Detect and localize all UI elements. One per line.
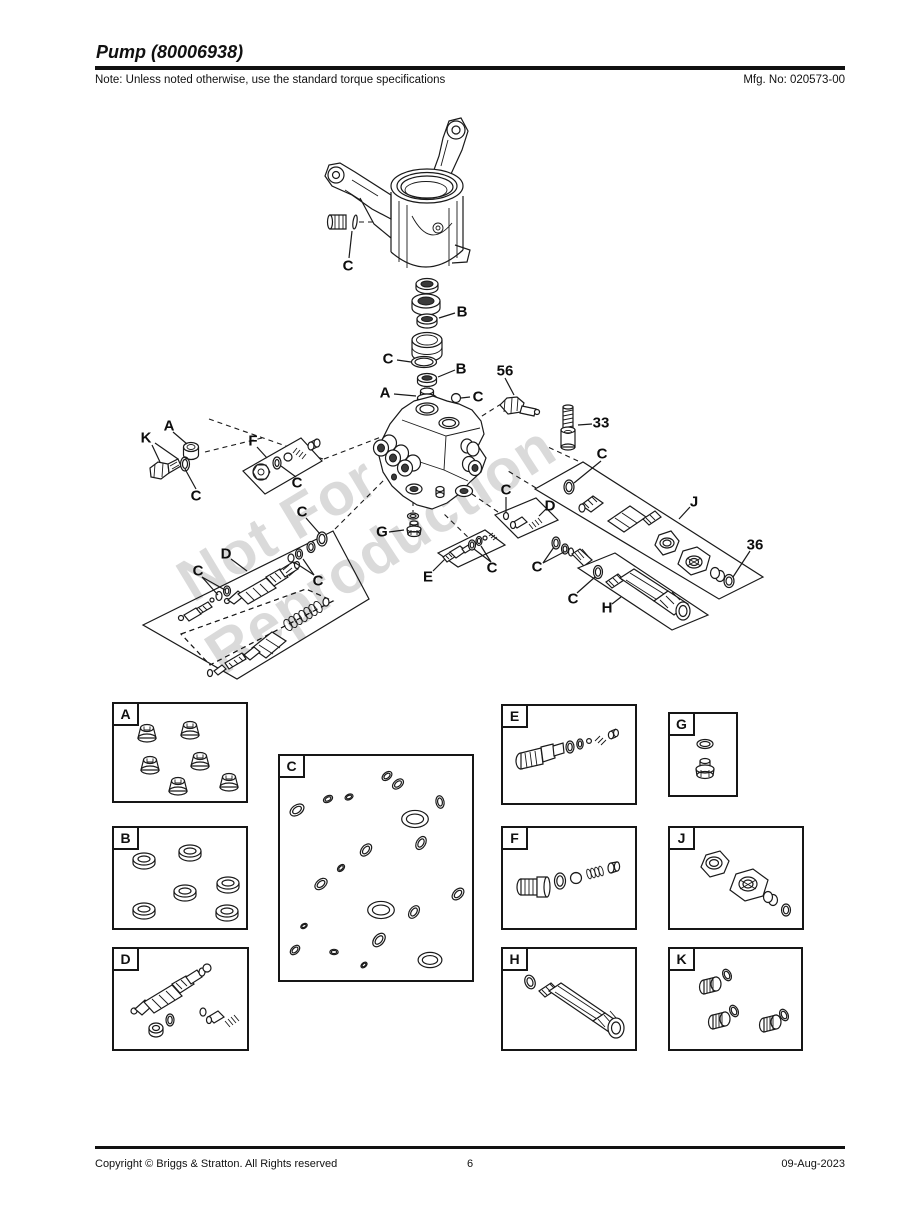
part-callout-56: 56	[496, 362, 514, 380]
footer-page-number: 6	[466, 1158, 474, 1170]
detail-box-a: A	[112, 702, 248, 803]
header-note-row: Note: Unless noted otherwise, use the st…	[95, 74, 845, 86]
detail-box-k: K	[668, 947, 803, 1051]
detail-box-f: F	[501, 826, 637, 930]
detail-box-j-label: J	[670, 828, 695, 850]
detail-box-b-label: B	[114, 828, 139, 850]
part-callout-C: C	[486, 559, 498, 577]
part-callout-C: C	[531, 558, 543, 576]
detail-box-c: C	[278, 754, 474, 982]
part-callout-J: J	[689, 493, 699, 511]
detail-box-h-drawing	[524, 974, 625, 1039]
part-callout-F: F	[248, 432, 258, 450]
part-callout-E: E	[422, 568, 434, 586]
footer-copyright: Copyright © Briggs & Stratton. All Right…	[95, 1158, 338, 1170]
footer-date: 09-Aug-2023	[781, 1158, 845, 1170]
part-callout-C: C	[567, 590, 579, 608]
detail-box-d: D	[112, 947, 249, 1051]
detail-box-h: H	[501, 947, 637, 1051]
part-callout-C: C	[342, 257, 354, 275]
part-callout-A: A	[379, 384, 391, 402]
part-callout-C: C	[190, 487, 202, 505]
detail-box-f-drawing	[516, 861, 621, 898]
part-callout-C: C	[312, 572, 324, 590]
part-callout-B: B	[455, 360, 467, 378]
part-callout-C: C	[472, 388, 484, 406]
header-rule	[95, 66, 845, 70]
part-callout-G: G	[376, 523, 388, 541]
part-callout-A: A	[163, 417, 175, 435]
mfg-number: Mfg. No: 020573-00	[743, 74, 845, 86]
detail-box-h-label: H	[503, 949, 528, 971]
detail-box-c-drawing	[287, 769, 467, 970]
part-callout-C: C	[382, 350, 394, 368]
part-callout-C: C	[596, 445, 608, 463]
part-callout-H: H	[601, 599, 613, 617]
detail-box-d-drawing	[130, 963, 240, 1038]
detail-box-c-label: C	[280, 756, 305, 778]
torque-note: Note: Unless noted otherwise, use the st…	[95, 74, 446, 86]
part-callout-D: D	[544, 497, 556, 515]
part-callout-K: K	[140, 429, 152, 447]
part-callout-C: C	[296, 503, 308, 521]
page-title: Pump (80006938)	[96, 42, 244, 62]
detail-box-e: E	[501, 704, 637, 805]
detail-box-j-drawing	[700, 850, 792, 917]
detail-box-g: G	[668, 712, 738, 797]
detail-box-d-label: D	[114, 949, 139, 971]
detail-box-a-label: A	[114, 704, 139, 726]
part-callout-33: 33	[592, 414, 610, 432]
part-callout-C: C	[500, 481, 512, 499]
part-callout-C: C	[192, 562, 204, 580]
detail-box-k-label: K	[670, 949, 695, 971]
part-callout-B: B	[456, 303, 468, 321]
part-callout-C: C	[291, 474, 303, 492]
detail-box-e-label: E	[503, 706, 528, 728]
detail-box-g-label: G	[670, 714, 695, 736]
part-callout-D: D	[220, 545, 232, 563]
detail-box-b: B	[112, 826, 248, 930]
part-callout-36: 36	[746, 536, 764, 554]
footer-rule	[95, 1146, 845, 1149]
detail-box-j: J	[668, 826, 804, 930]
exploded-diagram	[141, 117, 765, 680]
detail-box-e-drawing	[515, 728, 619, 770]
detail-box-g-drawing	[695, 738, 715, 780]
detail-box-f-label: F	[503, 828, 528, 850]
